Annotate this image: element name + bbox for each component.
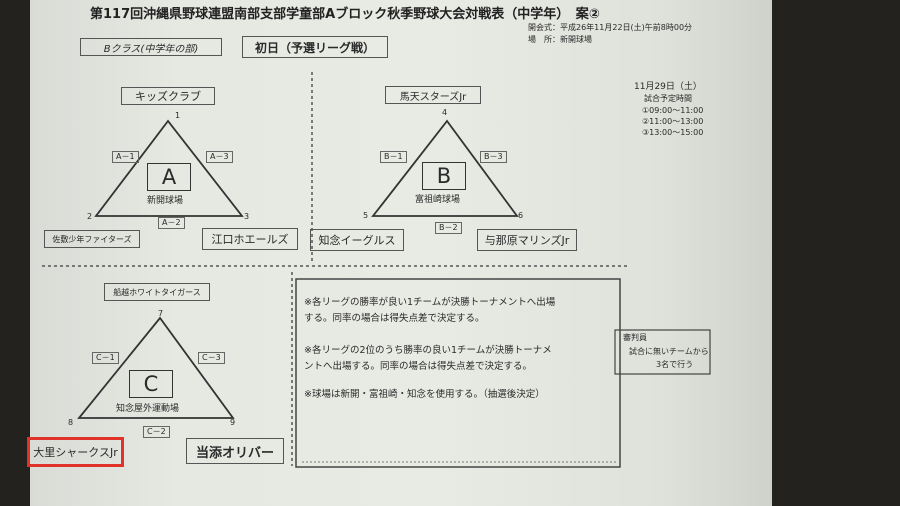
league-a-venue: 新開球場	[147, 196, 184, 206]
league-c-venue: 知念屋外運動場	[116, 404, 180, 414]
league-a-number-top: 1	[175, 111, 181, 120]
league-b-number-top: 4	[442, 108, 448, 117]
league-b-triangle	[371, 119, 519, 217]
page-title: 第117回沖縄県野球連盟南部支部学童部Aブロック秋季野球大会対戦表（中学年） 案…	[90, 7, 600, 22]
league-c-letter: C	[129, 370, 173, 398]
league-c-number-left: 8	[68, 418, 74, 427]
match-b2: B－2	[435, 222, 462, 234]
note-line-5: ※球場は新開・富祖崎・知念を使用する。（抽選後決定）	[304, 389, 545, 400]
league-b-right-team: 与那原マリンズJr	[477, 229, 577, 251]
league-b-left-team: 知念イーグルス	[310, 229, 404, 251]
match-b3: B－3	[480, 151, 507, 163]
league-b-top-team: 馬天スターズJr	[385, 86, 481, 104]
umpire-heading: 審判員	[623, 333, 647, 342]
league-c-top-team: 船越ホワイトタイガース	[104, 283, 210, 301]
note-line-2: する。同率の場合は得失点差で決定する。	[304, 313, 485, 324]
league-c-left-team: 大里シャークスJr	[27, 437, 124, 467]
league-c-number-top: 7	[158, 309, 164, 318]
note-line-3: ※各リーグの2位のうち勝率の良い1チームが決勝トーナメ	[304, 345, 552, 356]
league-a-number-right: 3	[244, 212, 250, 221]
time-slot-3: ③13:00～15:00	[642, 128, 704, 137]
match-c2: C－2	[143, 426, 170, 438]
league-c-triangle	[77, 316, 235, 419]
note-line-1: ※各リーグの勝率が良い1チームが決勝トーナメントへ出場	[304, 297, 556, 308]
note-line-4: ントへ出場する。同率の場合は得失点差で決定する。	[304, 361, 533, 372]
schedule-heading: 試合予定時間	[644, 94, 692, 103]
umpire-line-1: 試合に無いチームから	[629, 347, 709, 356]
match-a1: A－1	[112, 151, 139, 163]
league-b-letter: B	[422, 162, 466, 190]
time-slot-2: ②11:00～13:00	[642, 117, 704, 126]
league-a-top-team: キッズクラブ	[121, 87, 215, 105]
match-b1: B－1	[380, 151, 407, 163]
ceremony-venue: 場 所：新開球場	[528, 35, 592, 44]
match-c1: C－1	[92, 352, 119, 364]
league-a-left-team: 佐敷少年ファイターズ	[44, 230, 140, 248]
schedule-sheet: 第117回沖縄県野球連盟南部支部学童部Aブロック秋季野球大会対戦表（中学年） 案…	[27, 0, 772, 506]
match-a2: A－2	[158, 217, 185, 229]
league-b-number-right: 6	[518, 211, 524, 220]
league-b-number-left: 5	[363, 211, 369, 220]
time-slot-1: ①09:00～11:00	[642, 106, 704, 115]
umpire-line-2: 3名で行う	[656, 360, 694, 369]
league-b-venue: 富祖崎球場	[415, 195, 461, 205]
day-label: 初日（予選リーグ戦）	[242, 36, 388, 58]
league-c-right-team: 当添オリバー	[186, 438, 284, 464]
league-a-right-team: 江口ホエールズ	[202, 228, 298, 250]
league-c-number-right: 9	[230, 418, 236, 427]
match-c3: C－3	[198, 352, 225, 364]
league-a-triangle	[94, 119, 244, 217]
league-a-number-left: 2	[87, 212, 93, 221]
league-a-letter: A	[147, 163, 191, 191]
match-a3: A－3	[206, 151, 233, 163]
sheet-lines	[42, 72, 711, 468]
class-label: Bクラス(中学年の部)	[80, 38, 222, 56]
schedule-date: 11月29日（土）	[634, 82, 702, 92]
opening-ceremony: 開会式：平成26年11月22日(土)午前8時00分	[528, 23, 693, 32]
